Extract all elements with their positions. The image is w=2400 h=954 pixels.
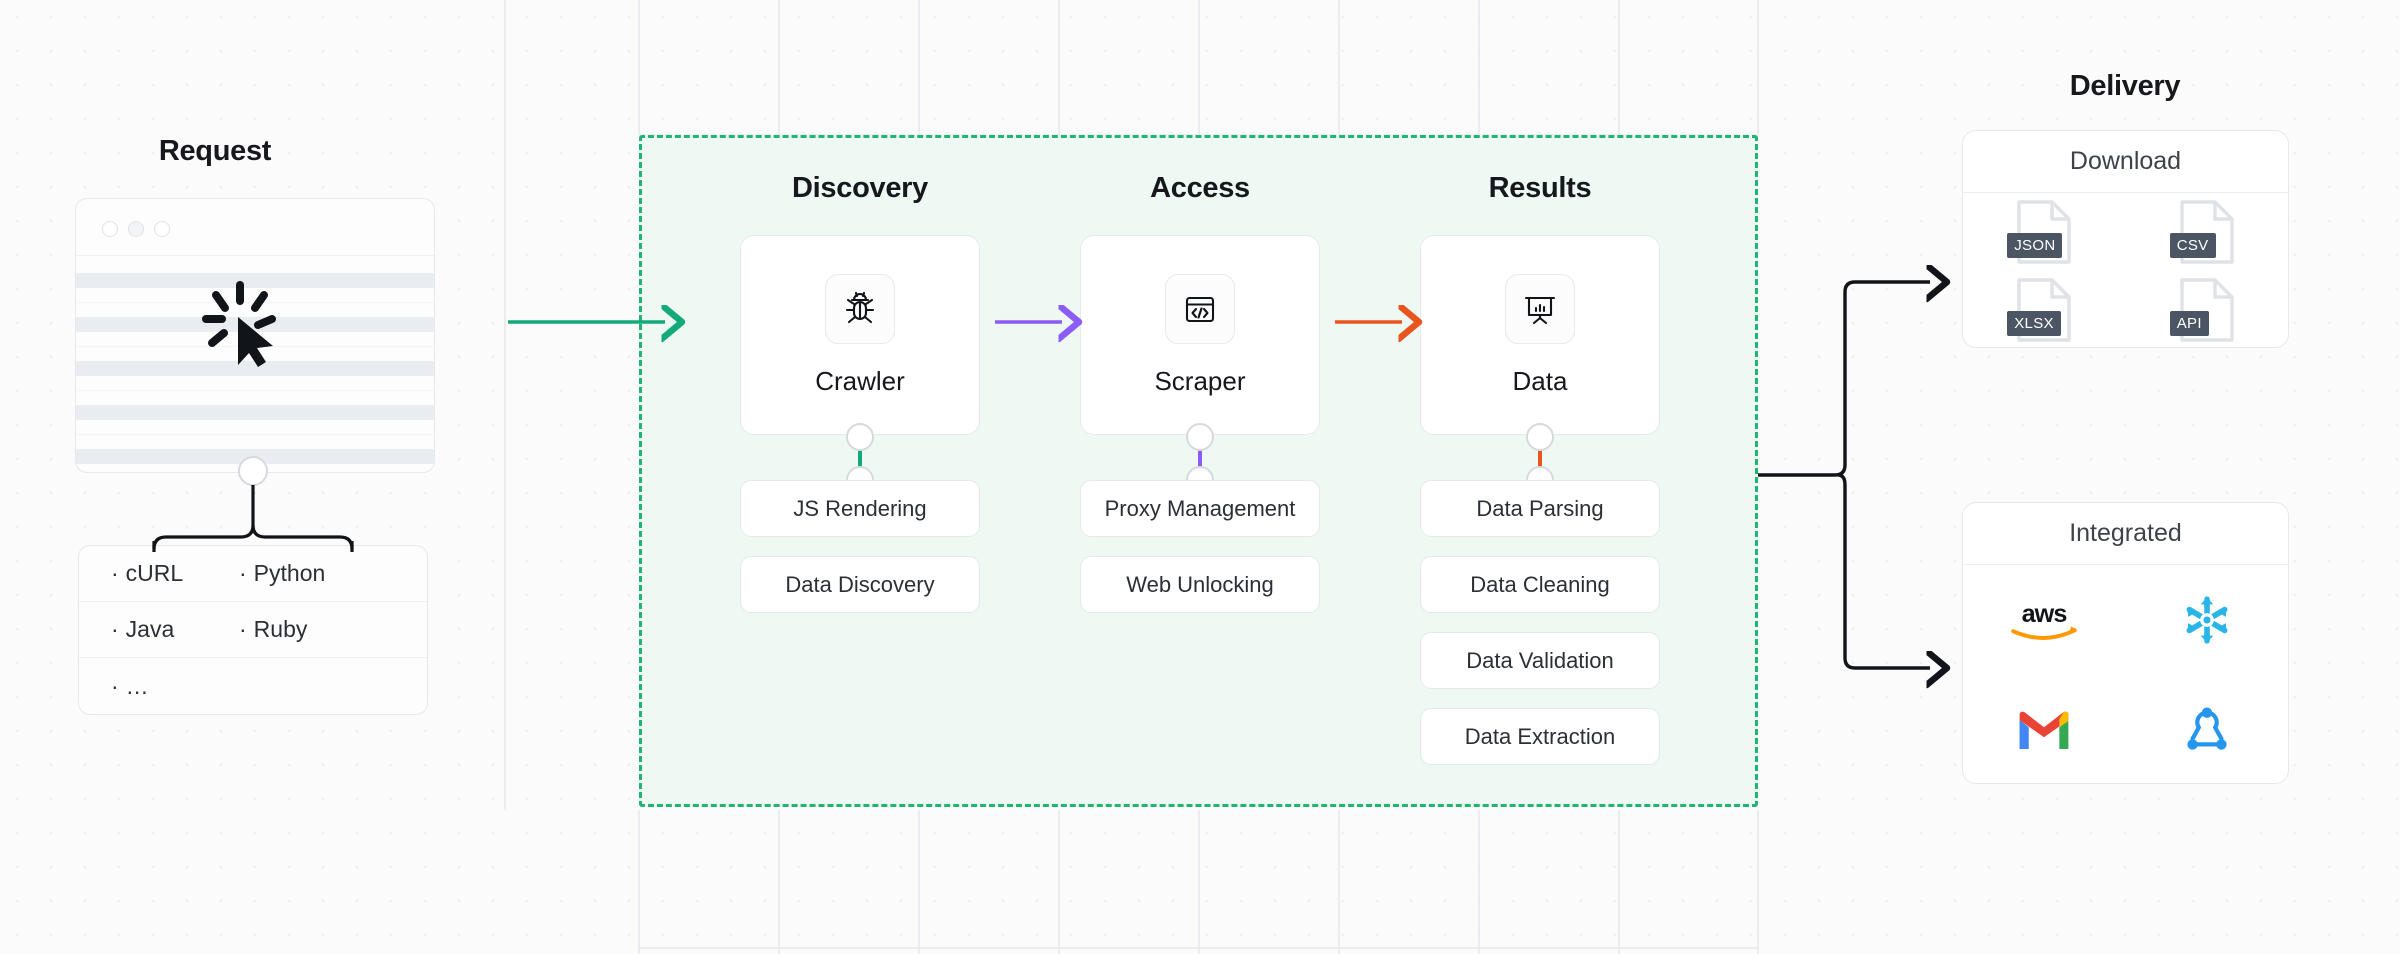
pill-web-unlocking[interactable]: Web Unlocking	[1080, 556, 1320, 613]
request-languages-card: ·cURL ·Python ·Java ·Ruby ·…	[78, 545, 428, 715]
file-icon-api[interactable]: API	[2169, 277, 2235, 343]
bullet-glyph: ·	[111, 560, 119, 586]
click-cursor-icon	[194, 281, 286, 369]
file-badge-label: API	[2169, 311, 2209, 336]
browser-dot-3	[154, 221, 170, 237]
browser-dot-1	[102, 221, 118, 237]
language-label: Java	[125, 616, 175, 642]
pill-data-parsing[interactable]: Data Parsing	[1420, 480, 1660, 537]
pill-js-rendering[interactable]: JS Rendering	[740, 480, 980, 537]
webhook-logo[interactable]	[2165, 699, 2249, 761]
bullet-glyph: ·	[111, 672, 119, 699]
download-heading: Download	[1963, 131, 2288, 193]
language-item: ·Java	[111, 616, 221, 643]
file-icon-json[interactable]: JSON	[2007, 199, 2072, 265]
column-title-access: Access	[1150, 172, 1250, 204]
file-icon-xlsx[interactable]: XLSX	[2007, 277, 2072, 343]
file-badge-label: XLSX	[2007, 311, 2061, 336]
language-label: cURL	[125, 560, 184, 586]
column-title-discovery: Discovery	[792, 172, 928, 204]
browser-titlebar	[76, 199, 434, 256]
integrated-card: Integrated aws	[1962, 502, 2289, 784]
language-label: Python	[253, 560, 326, 586]
code-window-icon	[1165, 273, 1235, 344]
pill-proxy-management[interactable]: Proxy Management	[1080, 480, 1320, 537]
node-card-data[interactable]: Data	[1420, 235, 1660, 435]
bullet-glyph: ·	[239, 616, 247, 642]
pill-data-validation[interactable]: Data Validation	[1420, 632, 1660, 689]
bullet-glyph: ·	[111, 616, 119, 642]
language-item: ·cURL	[111, 560, 221, 587]
data-to-delivery-connector	[1758, 282, 1930, 477]
column-title-results: Results	[1488, 172, 1592, 204]
language-label: …	[125, 672, 149, 699]
language-row: ·…	[79, 658, 427, 714]
skeleton-line	[76, 405, 434, 420]
skeleton-line	[76, 273, 434, 288]
node-label: Crawler	[815, 365, 905, 396]
skeleton-line	[76, 361, 434, 376]
file-badge-label: JSON	[2007, 233, 2063, 258]
pill-data-cleaning[interactable]: Data Cleaning	[1420, 556, 1660, 613]
node-label: Data	[1512, 365, 1568, 396]
language-item: ·…	[111, 673, 221, 700]
bullet-glyph: ·	[239, 560, 247, 586]
pill-data-extraction[interactable]: Data Extraction	[1420, 708, 1660, 765]
language-row: ·Java ·Ruby	[79, 602, 427, 658]
aws-logo[interactable]: aws	[2002, 589, 2086, 651]
snowflake-logo[interactable]	[2165, 589, 2249, 651]
delivery-title: Delivery	[2069, 70, 2181, 102]
pill-data-discovery[interactable]: Data Discovery	[740, 556, 980, 613]
language-item: ·Ruby	[239, 616, 307, 643]
language-item: ·Python	[239, 560, 325, 587]
presentation-chart-icon	[1505, 273, 1575, 344]
integrated-heading: Integrated	[1963, 503, 2288, 565]
gmail-logo[interactable]	[2002, 699, 2086, 761]
download-card: Download JSON CSV XLSX API	[1962, 130, 2289, 348]
request-browser-card	[75, 198, 435, 473]
node-label: Scraper	[1154, 365, 1246, 396]
language-row: ·cURL ·Python	[79, 546, 427, 602]
language-label: Ruby	[253, 616, 308, 642]
request-title: Request	[158, 135, 272, 167]
file-icon-csv[interactable]: CSV	[2169, 199, 2235, 265]
bug-icon	[825, 273, 895, 344]
svg-text:aws: aws	[2022, 600, 2067, 628]
file-badge-label: CSV	[2169, 233, 2216, 258]
browser-dot-2	[128, 221, 144, 237]
